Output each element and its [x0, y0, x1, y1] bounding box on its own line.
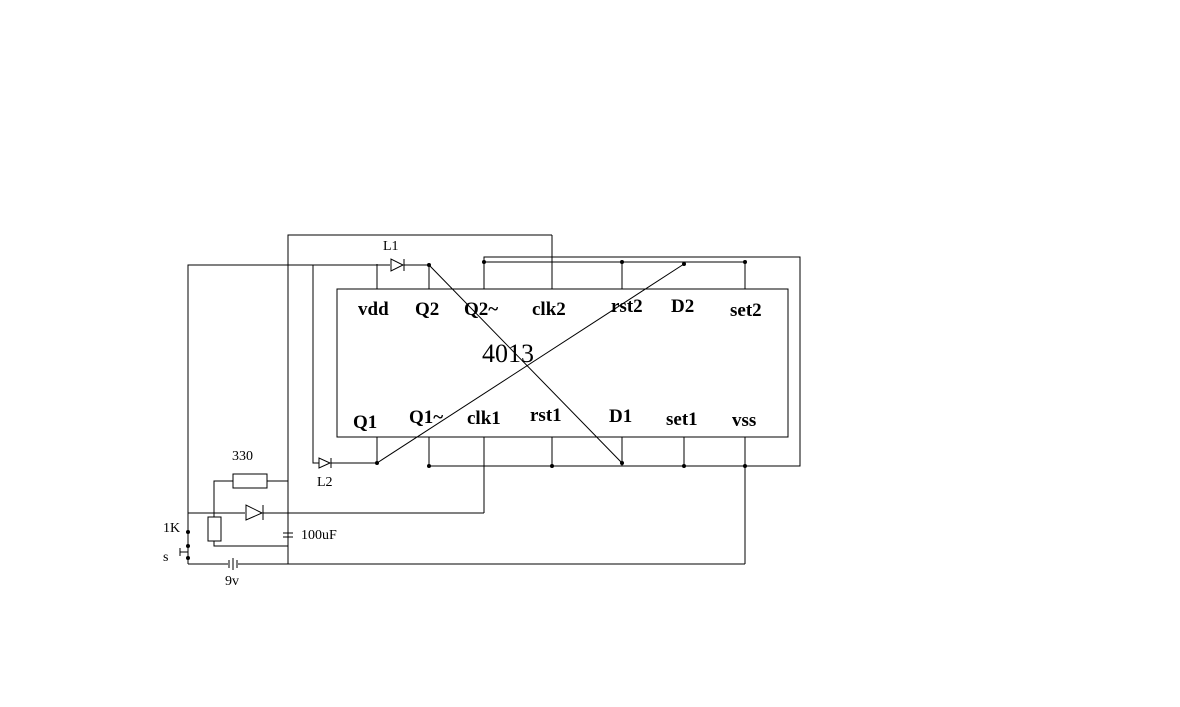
wire-l2-feed	[312, 265, 319, 464]
wire-q2-to-d1	[428, 264, 623, 464]
resistor-330-symbol	[232, 473, 268, 489]
ic-4013-body	[336, 288, 789, 438]
pin-clk1: clk1	[467, 408, 501, 429]
led-l2-symbol	[318, 457, 332, 469]
pin-vdd: vdd	[358, 299, 389, 320]
led-l1-label: L1	[383, 239, 399, 254]
vdd-rail	[429, 256, 801, 467]
pin-rst2: rst2	[611, 296, 643, 317]
wire-l1-feed	[187, 264, 390, 564]
pin-q2: Q2	[415, 299, 439, 320]
top-pin-stubs	[376, 235, 746, 289]
pin-rst1: rst1	[530, 405, 562, 426]
switch-symbol	[179, 548, 188, 556]
battery-label: 9v	[225, 574, 239, 589]
resistor-1k-label: 1K	[163, 521, 180, 536]
capacitor-symbol	[283, 532, 293, 538]
led-l1-symbol	[390, 258, 405, 272]
pin-q2-not: Q2~	[464, 299, 498, 320]
bottom-pin-stubs	[376, 437, 746, 564]
pin-d2: D2	[671, 296, 694, 317]
pin-vss: vss	[732, 410, 756, 431]
led-l2-label: L2	[317, 475, 333, 490]
diode-symbol	[245, 504, 264, 521]
switch-label: s	[163, 550, 168, 565]
junction-dots	[186, 260, 747, 560]
wire-q1-to-d2	[376, 263, 685, 464]
ic-part-number: 4013	[482, 339, 534, 368]
pin-clk2: clk2	[532, 299, 566, 320]
resistor-330-label: 330	[232, 449, 253, 464]
battery-symbol	[228, 558, 238, 570]
capacitor-label: 100uF	[301, 528, 337, 543]
resistor-1k-symbol	[207, 516, 222, 542]
pin-set2: set2	[730, 300, 762, 321]
pin-q1: Q1	[353, 412, 377, 433]
wire-clk2-loop	[287, 234, 552, 564]
pin-set1: set1	[666, 409, 698, 430]
pin-q1-not: Q1~	[409, 407, 443, 428]
pin-d1: D1	[609, 406, 632, 427]
